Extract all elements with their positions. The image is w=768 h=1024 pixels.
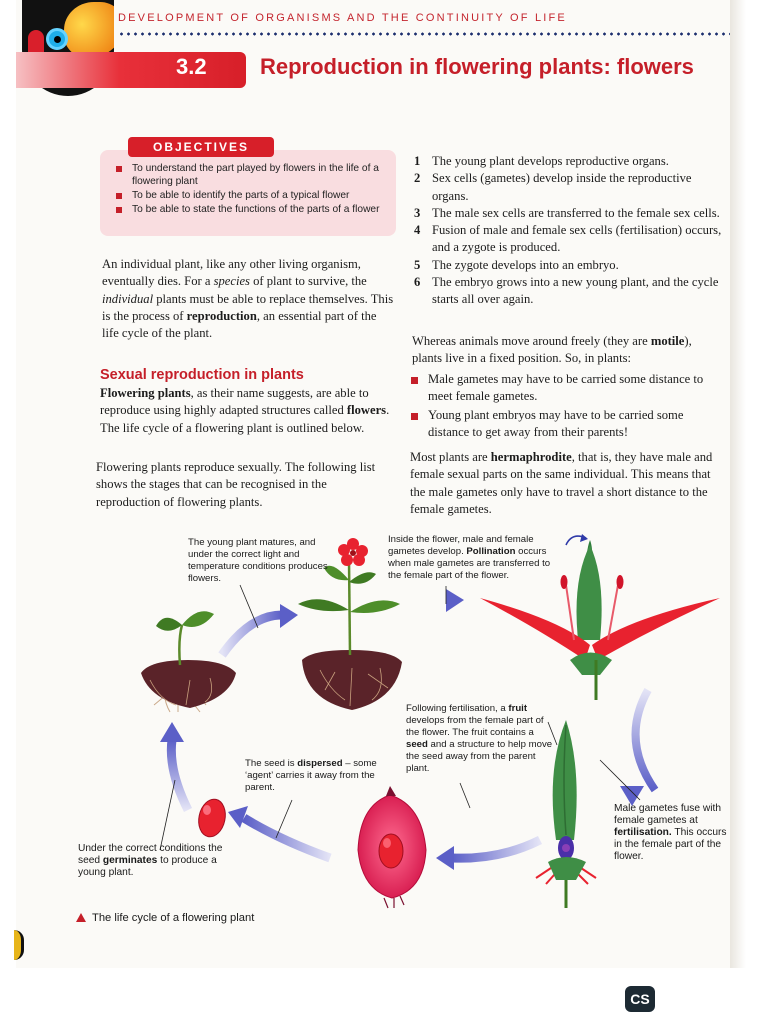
- flowering-plant-icon: [298, 538, 402, 710]
- section-number: 3.2: [176, 54, 207, 79]
- section-subheading: Sexual reproduction in plants: [100, 367, 304, 383]
- fertilised-flower-icon: [535, 720, 597, 908]
- hermaphrodite-paragraph: Most plants are hermaphrodite, that is, …: [410, 450, 713, 516]
- sexual-reproduction-paragraph: Flowering plants reproduce sexually. The…: [96, 460, 376, 509]
- objectives-heading: OBJECTIVES: [128, 137, 274, 157]
- triangle-icon: [76, 913, 86, 922]
- objectives-box: [100, 150, 396, 236]
- figure-caption: The life cycle of a flowering plant: [76, 912, 254, 924]
- life-cycle-diagram: [141, 534, 720, 909]
- seedling-icon: [141, 611, 236, 713]
- caption-dispersed: The seed is dispersed – some ‘agent’ car…: [245, 758, 377, 793]
- caption-fertilisation: Male gametes fuse with female gametes at…: [614, 803, 727, 862]
- flower-section-icon: [480, 534, 720, 700]
- caption-germinates: Under the correct conditions the seed ge…: [78, 843, 223, 878]
- flowering-plants-paragraph: Flowering plants, as their name suggests…: [100, 386, 390, 435]
- objective-item: To be able to state the functions of the…: [114, 203, 394, 216]
- camscanner-badge: CS: [625, 986, 655, 1012]
- motile-paragraph: Whereas animals move around freely (they…: [412, 334, 692, 366]
- page-fold: [730, 0, 746, 968]
- fruit-icon: [357, 786, 427, 909]
- dotted-divider: [118, 32, 730, 36]
- objective-item: To be able to identify the parts of a ty…: [114, 189, 394, 202]
- objective-item: To understand the part played by flowers…: [114, 162, 394, 188]
- page-edge-tab: [14, 930, 24, 960]
- cycle-arrows: [160, 589, 659, 870]
- constraint-item: Male gametes may have to be carried some…: [410, 371, 724, 406]
- caption-matures: The young plant matures, and under the c…: [188, 537, 328, 584]
- objectives-list: To understand the part played by flowers…: [114, 162, 394, 217]
- running-title: DEVELOPMENT OF ORGANISMS AND THE CONTINU…: [118, 12, 567, 24]
- caption-pollination: Inside the flower, male and female gamet…: [388, 534, 551, 581]
- constraint-item: Young plant embryos may have to be carri…: [410, 407, 724, 442]
- intro-paragraph: An individual plant, like any other livi…: [102, 257, 394, 341]
- leader-lines: [159, 584, 641, 851]
- page-title: Reproduction in flowering plants: flower…: [260, 54, 694, 79]
- seed-icon: [198, 798, 226, 838]
- plant-constraints-list: Male gametes may have to be carried some…: [410, 371, 724, 442]
- caption-fruit: Following fertilisation, a fruit develop…: [406, 703, 553, 774]
- section-banner: [16, 52, 246, 88]
